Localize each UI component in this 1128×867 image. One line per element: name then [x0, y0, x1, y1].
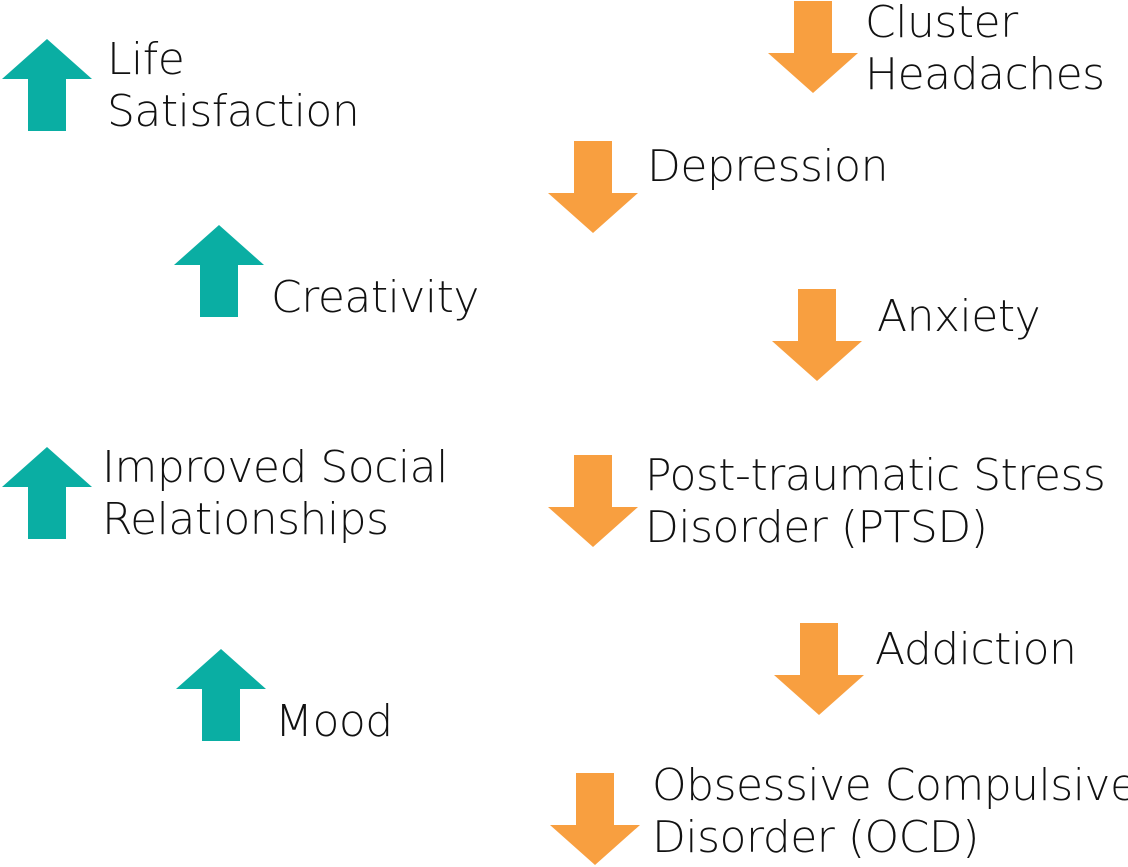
- increase-label: Creativity: [271, 272, 479, 324]
- decrease-label-line1: Depression: [647, 141, 888, 192]
- arrow-up-icon: [2, 447, 92, 539]
- decrease-label-line1: Post-traumatic Stress: [645, 450, 1106, 501]
- decrease-label: Post-traumatic Stress Disorder (PTSD): [645, 450, 1106, 554]
- increase-label-line2: Relationships: [102, 494, 389, 545]
- arrow-up-icon: [176, 649, 266, 741]
- increase-label-line1: Mood: [275, 696, 393, 747]
- decrease-label: Addiction: [875, 624, 1077, 676]
- arrow-down-icon: [550, 773, 640, 865]
- arrow-down-icon: [768, 1, 858, 93]
- decrease-label-line2: Disorder (OCD): [652, 812, 979, 863]
- decrease-label-line1: Anxiety: [877, 291, 1041, 342]
- increase-label: Improved Social Relationships: [102, 442, 448, 546]
- arrow-down-icon: [774, 623, 864, 715]
- increase-label-line1: Life: [107, 34, 185, 85]
- arrow-up-icon: [174, 225, 264, 317]
- increase-label-line2: Satisfaction: [107, 86, 360, 137]
- decrease-label-line1: Cluster: [865, 0, 1018, 48]
- arrow-down-icon: [548, 141, 638, 233]
- decrease-label-line1: Obsessive Compulsive: [652, 760, 1128, 811]
- decrease-label: Obsessive Compulsive Disorder (OCD): [652, 760, 1128, 864]
- decrease-label-line2: Headaches: [865, 49, 1105, 100]
- increase-label: Mood: [275, 696, 393, 748]
- arrow-down-icon: [772, 289, 862, 381]
- decrease-label: Depression: [647, 141, 888, 193]
- increase-label: Life Satisfaction: [107, 34, 360, 138]
- decrease-label: Cluster Headaches: [865, 0, 1105, 101]
- increase-label-line1: Improved Social: [102, 442, 448, 493]
- increase-label-line1: Creativity: [271, 272, 479, 323]
- decrease-label-line1: Addiction: [875, 624, 1077, 675]
- arrow-down-icon: [548, 455, 638, 547]
- decrease-label: Anxiety: [877, 291, 1041, 343]
- decrease-label-line2: Disorder (PTSD): [645, 502, 988, 553]
- arrow-up-icon: [2, 39, 92, 131]
